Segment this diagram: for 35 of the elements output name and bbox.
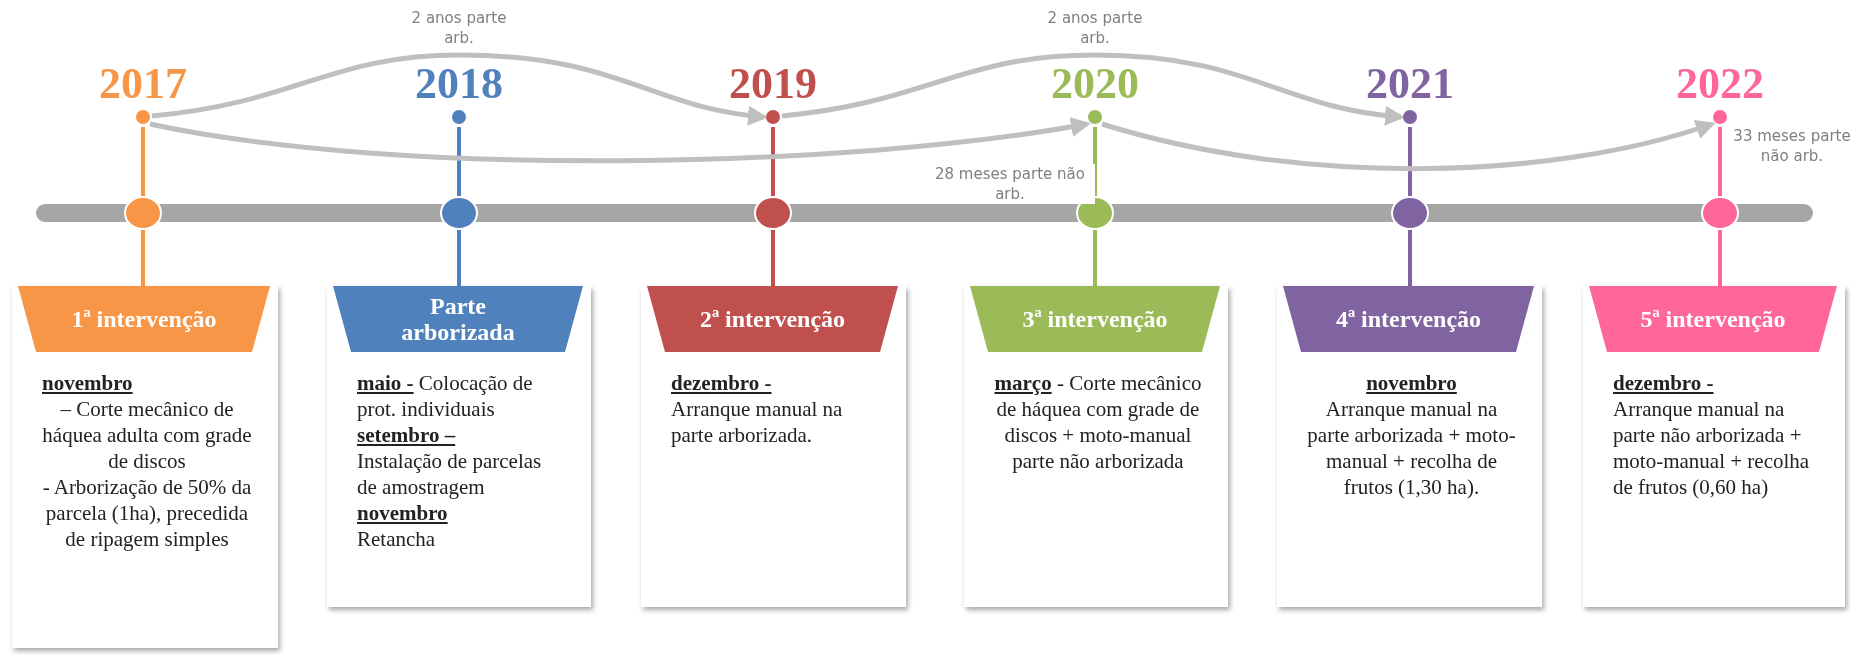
heading-banner: 3ª intervenção [970, 286, 1220, 352]
heading-banner: 5ª intervenção [1589, 286, 1837, 352]
curved-arrow [1101, 119, 1716, 172]
description-text: - Arborização de 50% da parcela (1ha), precedida de ripagem simples [42, 474, 252, 552]
year-label: 2020 [1050, 62, 1140, 106]
info-card [964, 286, 1228, 607]
description-text: março - Corte mecânico de háquea com grade de discos + moto-manual parte não arborizada [994, 370, 1202, 474]
description-text: novembro [357, 500, 449, 526]
year-label: 2017 [98, 62, 188, 106]
description-text: novembro [1365, 370, 1458, 396]
curved-arrow [149, 116, 1091, 164]
description-text: novembro [42, 370, 134, 396]
description-text: Arranque manual na parte não arborizada + moto-manual + recolha de frutos (0,60 ha) [1613, 396, 1811, 500]
description-text: Retancha [357, 526, 437, 552]
info-card [1277, 286, 1542, 607]
year-label: 2018 [414, 62, 504, 106]
heading-banner: 4ª intervenção [1283, 286, 1534, 352]
curved-arrow [781, 52, 1405, 126]
description-text: setembro – [357, 422, 457, 448]
heading-banner: 2ª intervenção [647, 286, 898, 352]
description-text: Arranque manual na parte arborizada. [671, 396, 844, 448]
year-label: 2019 [728, 62, 818, 106]
description-text: dezembro - [671, 370, 773, 396]
info-card [1583, 286, 1845, 607]
description-text: Arranque manual na parte arborizada + moto-manual + recolha de frutos (1,30 ha). [1307, 396, 1516, 500]
info-card [12, 286, 278, 648]
description-text: dezembro - [1613, 370, 1715, 396]
heading-banner: Parte arborizada [333, 286, 583, 352]
description-text: – Corte mecânico de háquea adulta com grade de discos [42, 396, 252, 474]
info-card [327, 286, 591, 607]
curved-arrow [151, 52, 768, 126]
year-label: 2021 [1365, 62, 1455, 106]
heading-banner: 1ª intervenção [18, 286, 270, 352]
year-label: 2022 [1675, 62, 1765, 106]
info-card [641, 286, 906, 607]
